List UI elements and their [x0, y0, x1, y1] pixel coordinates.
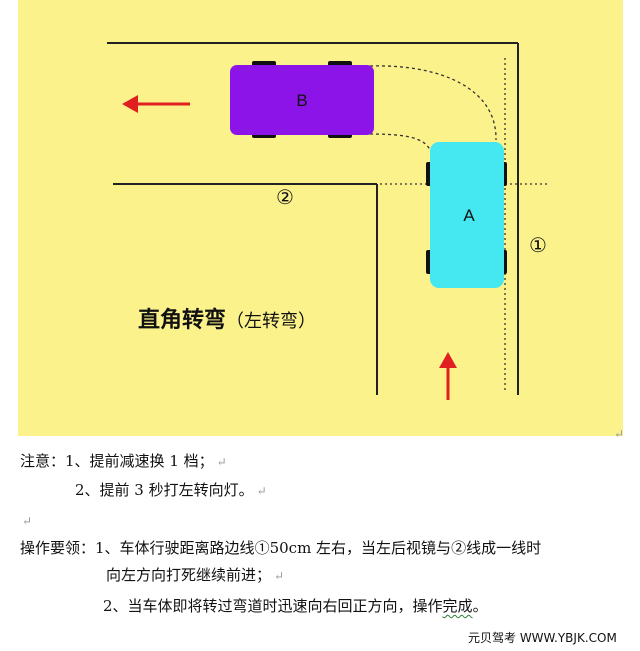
- procedure-line-2: 向左方向打死继续前进；↵: [106, 566, 284, 584]
- procedure-item-2-wavy: 完成: [442, 597, 473, 615]
- watermark: 元贝驾考 WWW.YBJK.COM: [468, 631, 617, 645]
- paragraph-mark: ↵: [274, 569, 285, 583]
- inner-turn-path: [369, 133, 433, 161]
- diagram-title-paren: （左转弯）: [226, 311, 316, 332]
- procedure-line-1: 操作要领：1、车体行驶距离路边线①50cm 左右，当左后视镜与②线成一线时: [20, 539, 541, 557]
- paragraph-mark: ↵: [256, 484, 267, 498]
- notes-heading: 注意：: [20, 452, 66, 470]
- diagram-title: 直角转弯（左转弯）: [138, 307, 316, 333]
- procedure-heading: 操作要领：: [20, 539, 96, 557]
- line-1-label: ①: [529, 233, 547, 257]
- procedure-item-2-end: 。: [472, 597, 488, 615]
- notes-item-2: 2、提前 3 秒打左转向灯。: [75, 481, 254, 499]
- notes-line-2: 2、提前 3 秒打左转向灯。↵: [75, 481, 267, 499]
- procedure-item-1-end: 线成一线时: [466, 539, 542, 557]
- up-arrow-icon: [439, 352, 457, 400]
- procedure-item-2-main: 2、当车体即将转过弯道时迅速向右回正方向，操作: [103, 597, 443, 615]
- procedure-item-1-cont: 向左方向打死继续前进；: [106, 566, 272, 584]
- car-b-label: B: [296, 91, 307, 110]
- paragraph-mark: ↵: [216, 455, 227, 469]
- car-a-label: A: [463, 206, 475, 225]
- left-arrow-icon: [122, 95, 190, 113]
- line-2-label: ②: [276, 185, 294, 209]
- car-a: [426, 142, 507, 288]
- car-b: [230, 61, 374, 138]
- notes-item-1: 1、提前减速换 1 档；: [65, 452, 214, 470]
- paragraph-mark: ↵: [22, 514, 33, 528]
- diagram-title-main: 直角转弯: [138, 307, 226, 333]
- notes-line-1: 注意：1、提前减速换 1 档；↵: [20, 452, 227, 470]
- procedure-circle-1: ①: [254, 539, 270, 557]
- turn-diagram: B A ② ① 直角转弯（左转弯）: [18, 0, 623, 436]
- procedure-item-1-mid: 50cm 左右，当左后视镜与: [269, 539, 452, 557]
- procedure-item-1-prefix: 1、车体行驶距离路边线: [95, 539, 255, 557]
- paragraph-mark: ↵: [614, 427, 625, 441]
- procedure-line-3: 2、当车体即将转过弯道时迅速向右回正方向，操作完成。: [103, 597, 488, 615]
- outer-turn-path: [369, 65, 497, 141]
- procedure-circle-2: ②: [451, 539, 467, 557]
